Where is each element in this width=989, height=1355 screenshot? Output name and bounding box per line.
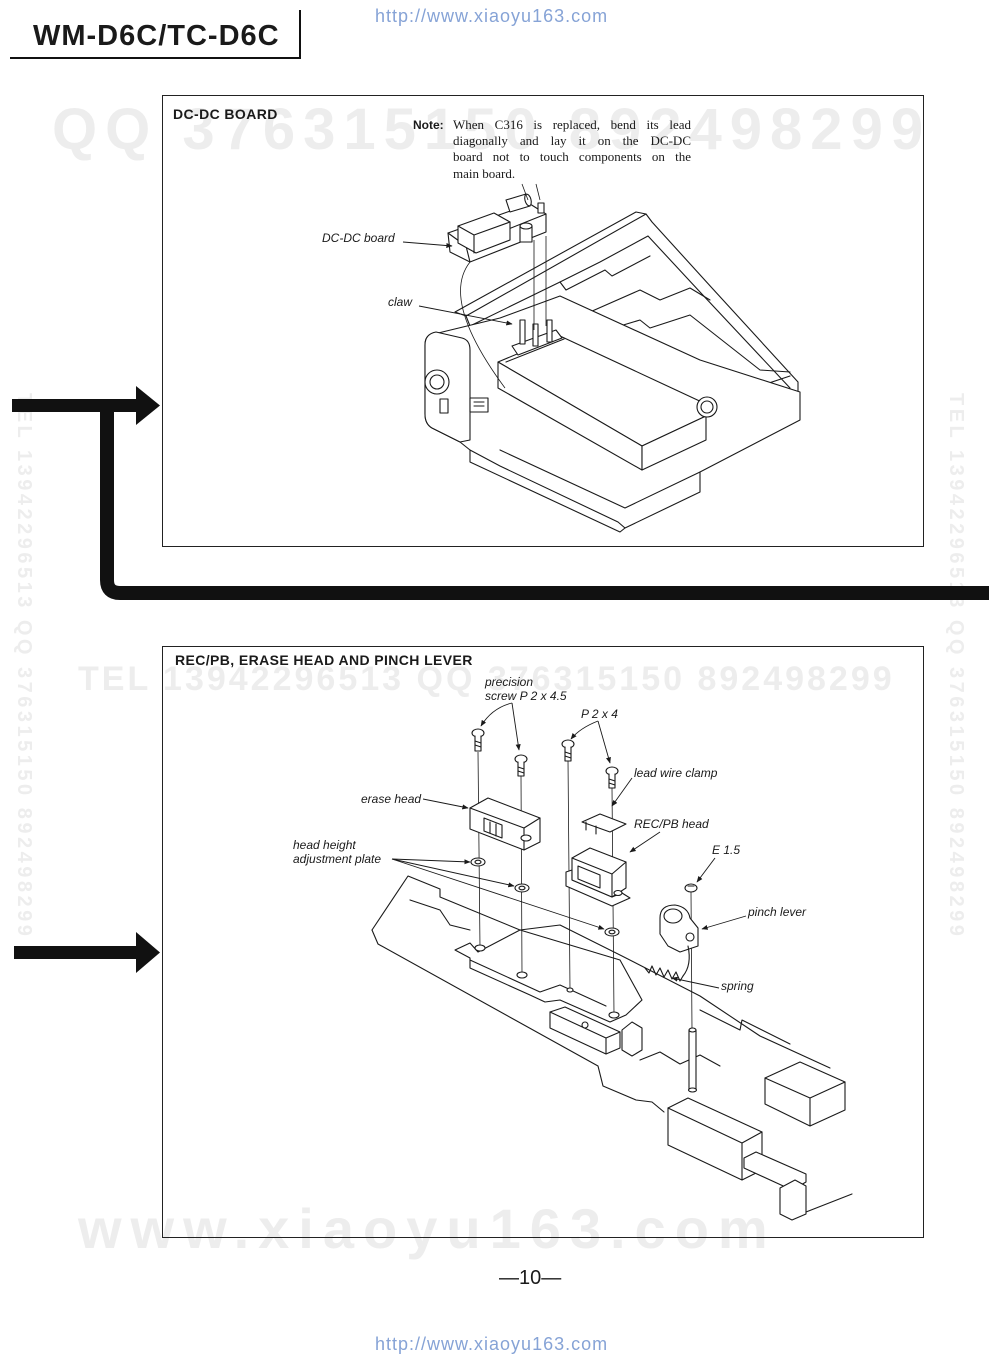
label-head-height-1: head height	[293, 838, 356, 852]
dc-dc-board-drawing	[447, 193, 547, 263]
label-head-height-2: adjustment plate	[293, 852, 382, 866]
header-underline	[10, 57, 301, 59]
model-header: WM-D6C/TC-D6C	[33, 20, 280, 52]
note-label: Note:	[413, 118, 444, 132]
source-url-top: http://www.xiaoyu163.com	[375, 6, 609, 26]
precision-screw-right	[514, 754, 528, 777]
source-url-bottom: http://www.xiaoyu163.com	[375, 1334, 609, 1354]
watermark-tel-middle: TEL 13942296513 QQ 376315150 892498299	[78, 660, 895, 698]
label-precision-screw-2: screw P 2 x 4.5	[485, 689, 567, 703]
erase-head-drawing	[469, 797, 541, 851]
recpb-head-drawing	[565, 847, 631, 907]
heads-leader-lines	[391, 702, 747, 989]
dcdc-section-title: DC-DC BOARD	[173, 106, 278, 122]
dcdc-guide-lines	[402, 183, 547, 389]
label-dcdc-board: DC-DC board	[322, 231, 395, 245]
chassis-drawing	[371, 875, 853, 1221]
lead-wire-clamp-drawing	[581, 813, 627, 835]
flow-arrow-lower	[14, 932, 160, 973]
label-recpb-head: REC/PB head	[634, 817, 709, 831]
label-p2x4: P 2 x 4	[581, 707, 618, 721]
label-precision-screw-1: precision	[485, 675, 534, 689]
note-line-4: main board.	[453, 166, 516, 181]
note-line-3: board not to touch components on the	[453, 149, 691, 164]
screws-drawing	[470, 728, 620, 1019]
label-lead-wire-clamp: lead wire clamp	[634, 766, 718, 780]
page-number: —10—	[499, 1267, 562, 1289]
note-line-2: diagonally and lay it on the DC-DC	[453, 133, 691, 148]
mount-bosses	[474, 944, 620, 1019]
dcdc-board-panel	[162, 95, 924, 547]
label-e15: E 1.5	[712, 843, 741, 857]
label-pinch-lever: pinch lever	[748, 905, 807, 919]
flow-arrow-upper	[12, 386, 160, 425]
precision-screw-left	[471, 728, 485, 752]
header-rule-vertical	[299, 10, 301, 59]
heads-section-title: REC/PB, ERASE HEAD AND PINCH LEVER	[175, 652, 473, 668]
label-claw: claw	[388, 295, 413, 309]
watermark-site-bottom: www.xiaoyu163.com	[78, 1197, 777, 1260]
heads-pinch-lever-panel	[162, 646, 924, 1238]
flow-connector-line	[100, 411, 989, 600]
pinch-lever-drawing	[644, 883, 699, 1093]
watermark-tel-right: TEL 13942296513 QQ 376315150 892498299	[945, 393, 967, 940]
note-line-1: When C316 is replaced, bend its lead	[453, 117, 691, 132]
label-spring: spring	[721, 979, 754, 993]
adjustment-plates	[470, 857, 620, 937]
screw-p2x4-right	[605, 766, 619, 789]
main-unit-drawing	[424, 211, 801, 533]
label-erase-head: erase head	[361, 792, 422, 806]
watermark-tel-left: TEL 13942296513 QQ 376315150 892498299	[13, 393, 35, 940]
watermark-qq-top: QQ 376315150 892498299	[52, 97, 932, 162]
screw-p2x4-left	[561, 739, 575, 762]
